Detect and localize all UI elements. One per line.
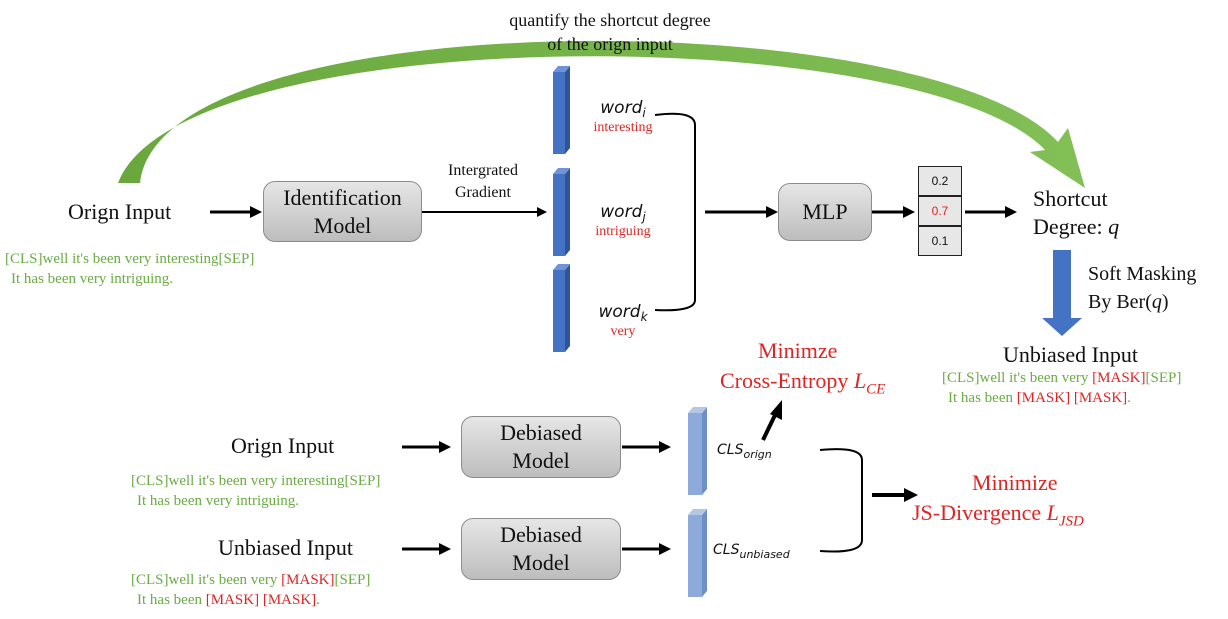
mlp-box: MLP [778,183,872,241]
orign-sample-line-1: [CLS]well it's been very interesting[SEP… [5,251,255,267]
l-ce-sub: CE [866,381,886,398]
ub-bot-mask-3: [MASK] [262,592,317,608]
soft-masking-close: ) [1161,291,1169,313]
cls-orign-sub: orign [743,447,772,461]
ub-bot-mask-2: [MASK] [205,592,260,608]
cls-unbiased-bar [688,509,707,597]
word-i-base: word [600,98,643,118]
cls-unbiased-base: CLS [713,542,740,558]
orign-sample-line-2: It has been very intriguing. [11,271,174,287]
ub-bot-b: It has been [137,592,206,608]
prob-cell-2: 0.1 [918,226,962,256]
word-bar-k [553,264,570,352]
word-k-sub: k [640,310,648,325]
word-k-example: very [610,324,636,340]
ub-top-mask-3: [MASK] [1073,390,1128,406]
ub-top-mask-2: [MASK] [1016,390,1071,406]
orign-sample-bottom-line-1: [CLS]well it's been very interesting[SEP… [131,473,381,489]
orign-sample: [CLS]well it's been very interesting[SEP… [5,249,254,289]
cls-orign-bar [688,407,707,495]
ub-top-period: . [1127,390,1131,406]
orign-input-label-bottom: Orign Input [231,433,335,458]
ident-line-1: Identification [283,184,402,210]
ub-top-sep: [SEP] [1145,370,1182,386]
minimize-js-label: Minimize JS-Divergence LJSD [912,468,1152,536]
debiased-1-line-2: Model [512,448,570,473]
debiased-model-box-2: Debiased Model [461,518,621,580]
orign-sample-bottom-line-2: It has been very intriguing. [137,493,300,509]
shortcut-line-1: Shortcut [1033,186,1108,211]
ub-top-mask-1: [MASK] [1092,370,1146,386]
caption-line-1: quantify the shortcut degree [509,10,711,30]
word-j-example: intriguing [595,224,651,240]
word-k-base: word [598,302,641,322]
minimize-js-line-1: Minimize [972,470,1058,495]
arrow-to-ce [761,412,778,441]
ig-line-2: Gradient [455,184,511,201]
orign-sample-bottom: [CLS]well it's been very interesting[SEP… [131,471,380,511]
words-bracket [654,112,696,312]
cls-orign-label: CLSorign [717,442,772,461]
unbiased-sample-top: [CLS]well it's been very [MASK][SEP] It … [942,368,1181,408]
ig-label: Intergrated Gradient [428,160,538,204]
minimize-ce-line-1: Minimze [758,338,838,363]
shortcut-line-2: Degree: [1033,214,1103,239]
cls-unbiased-label: CLSunbiased [713,542,790,561]
word-j-label: wordj intriguing [578,202,668,240]
cls-unbiased-sub: unbiased [739,547,790,561]
l-jsd: L [1046,500,1059,525]
identification-model-box: Identification Model [263,181,422,242]
debiased-2-line-2: Model [512,550,570,575]
cls-bracket [819,448,863,553]
l-jsd-sub: JSD [1058,513,1084,530]
minimize-ce-label: Minimze Cross-Entropy LCE [720,336,970,404]
word-bar-j [553,168,570,256]
word-k-label: wordk very [578,302,668,340]
soft-masking-label: Soft Masking By Ber(q) [1088,260,1196,316]
minimize-js-line-2: JS-Divergence [912,500,1047,525]
soft-masking-arrow [1042,250,1082,336]
word-bar-i [553,66,570,154]
debiased-model-box-1: Debiased Model [461,416,621,478]
ub-bot-mask-1: [MASK] [281,572,335,588]
cls-orign-base: CLS [717,442,744,458]
soft-masking-line-1: Soft Masking [1088,263,1197,285]
ub-bot-a: [CLS]well it's been very [131,572,282,588]
shortcut-q: q [1108,214,1120,239]
ub-top-b: It has been [948,390,1017,406]
word-i-sub: i [642,106,646,121]
unbiased-input-label-bottom: Unbiased Input [218,535,354,560]
unbiased-sample-bottom: [CLS]well it's been very [MASK][SEP] It … [131,570,370,610]
debiased-2-line-1: Debiased [500,522,582,547]
ub-bot-sep: [SEP] [334,572,371,588]
arc-caption: quantify the shortcut degree of the orig… [440,8,780,56]
l-ce: L [853,368,867,393]
prob-cell-0: 0.2 [918,166,962,196]
ub-bot-period: . [316,592,320,608]
soft-masking-q: q [1151,291,1162,313]
word-j-base: word [600,202,643,222]
soft-masking-ber: By Ber( [1088,291,1152,313]
word-j-sub: j [642,210,646,225]
caption-line-2: of the orign input [547,34,673,54]
word-i-label: wordi interesting [578,98,668,136]
unbiased-input-label-top: Unbiased Input [1003,342,1139,367]
ident-line-2: Model [313,212,372,238]
shortcut-degree-label: Shortcut Degree: q [1033,185,1119,241]
ub-top-a: [CLS]well it's been very [942,370,1093,386]
debiased-1-line-1: Debiased [500,420,582,445]
minimize-ce-line-2: Cross-Entropy [720,368,854,393]
ig-line-1: Intergrated [448,162,518,179]
prob-cell-1: 0.7 [918,196,962,226]
word-i-example: interesting [593,120,653,136]
orign-input-label: Orign Input [68,199,172,224]
